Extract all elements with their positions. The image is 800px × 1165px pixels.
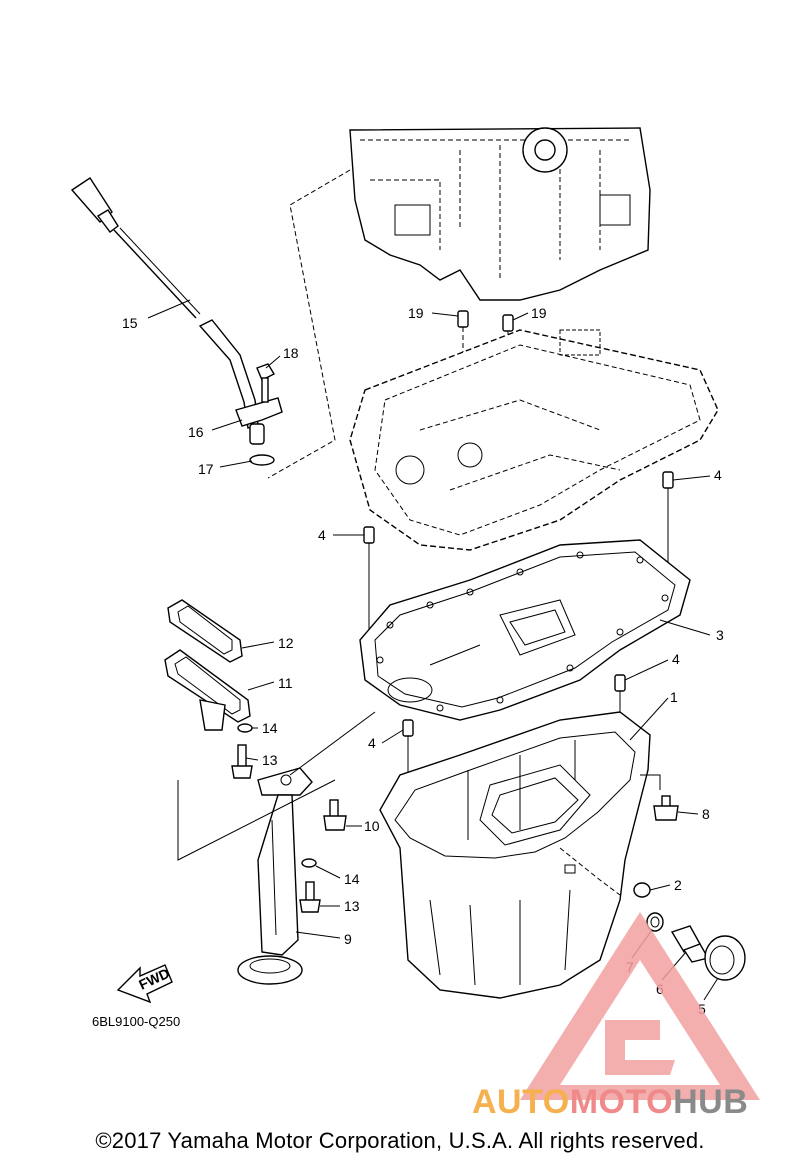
callout-4-b: 4	[318, 527, 326, 543]
bolt-13-a	[231, 744, 253, 779]
watermark-hub: HUB	[673, 1083, 749, 1121]
bolt-13-b	[299, 881, 321, 913]
callout-15: 15	[122, 315, 138, 331]
gasket-7	[646, 912, 664, 932]
oil-pan-1	[379, 711, 651, 999]
dipstick-guide-16	[198, 319, 283, 445]
callout-11: 11	[278, 675, 293, 691]
callout-labels: 15 16 17 18 19 19 4 4 4 4 3 1 12 11 14 1…	[122, 305, 724, 1017]
gasket-11	[164, 649, 251, 731]
watermark-auto: AUTO	[472, 1083, 570, 1121]
forward-arrow-icon: FWD	[116, 964, 173, 1004]
o-ring-17	[249, 454, 275, 466]
callout-13-a: 13	[262, 752, 278, 768]
engine-block-outline	[267, 127, 651, 479]
watermark-moto: MOTO	[569, 1083, 674, 1121]
callout-18: 18	[283, 345, 299, 361]
callout-19-left: 19	[408, 305, 424, 321]
callout-4-d: 4	[368, 735, 376, 751]
callout-19-right: 19	[531, 305, 547, 321]
dowel-pin-4-d	[402, 719, 414, 775]
copyright-notice: ©2017 Yamaha Motor Corporation, U.S.A. A…	[95, 1128, 705, 1153]
callout-13-b: 13	[344, 898, 360, 914]
watermark-brand: AUTOMOTOHUB	[472, 1083, 748, 1122]
washer-14-a	[237, 723, 253, 733]
callout-17: 17	[198, 461, 214, 477]
bolt-18	[256, 363, 275, 403]
callout-8: 8	[702, 806, 710, 822]
drain-path-line	[559, 847, 621, 896]
callout-4-a: 4	[714, 467, 722, 483]
callout-5: 5	[698, 1001, 706, 1017]
upper-case-outline	[349, 329, 719, 551]
callout-2: 2	[674, 877, 682, 893]
oil-strainer-9	[237, 767, 313, 985]
dowel-pin-4-b	[363, 526, 375, 635]
gasket-3	[359, 539, 691, 721]
cap-5	[704, 935, 746, 981]
callout-16: 16	[188, 424, 204, 440]
drain-plug-2	[633, 882, 651, 898]
dipstick-15	[70, 177, 201, 319]
automotohub-logo-icon	[520, 912, 760, 1100]
callout-9: 9	[344, 931, 352, 947]
assembly-bracket-line	[177, 779, 336, 861]
callout-12: 12	[278, 635, 294, 651]
leader-lines	[147, 299, 719, 1001]
callout-14-b: 14	[344, 871, 360, 887]
callout-3: 3	[716, 627, 724, 643]
callout-14-a: 14	[262, 720, 278, 736]
bolt-8	[640, 774, 679, 821]
washer-14-b	[301, 858, 317, 868]
union-6	[670, 925, 710, 963]
gasket-12	[167, 599, 243, 663]
callout-4-c: 4	[672, 651, 680, 667]
diagram-code: 6BL9100-Q250	[92, 1014, 181, 1029]
bolt-10	[323, 799, 347, 831]
callout-10: 10	[364, 818, 380, 834]
callout-1: 1	[670, 689, 678, 705]
